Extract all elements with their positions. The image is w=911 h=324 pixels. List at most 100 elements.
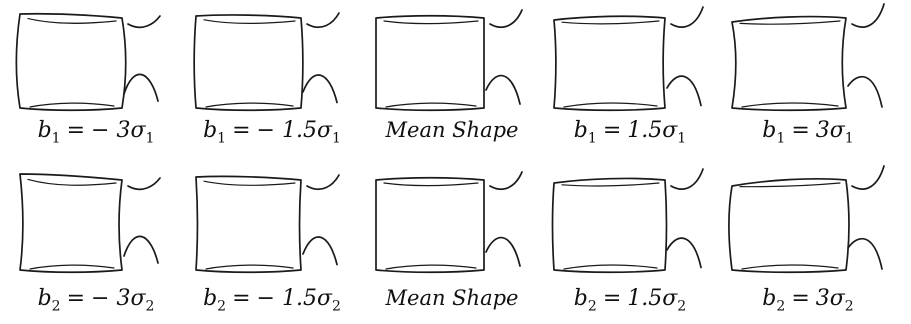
bottom-endplate-line [29, 102, 115, 108]
bottom-endplate-line [385, 102, 477, 108]
shape-cell: b1=1.5σ1 [540, 0, 720, 162]
lower-process-outline [485, 236, 521, 267]
top-endplate-line [203, 19, 296, 25]
vertebra-shape [193, 12, 340, 112]
upper-process-outline [670, 6, 704, 28]
vertebral-body-outline [375, 14, 485, 112]
sigma-symbol: σ [829, 286, 845, 311]
equals-sign: = [602, 118, 622, 143]
shape-cell: b2=3σ2 [718, 162, 898, 324]
equals-sign: = [602, 286, 622, 311]
top-endplate-line [383, 20, 479, 25]
upper-process-outline [851, 3, 885, 28]
sigma-symbol: σ [130, 118, 146, 143]
lower-process-outline [302, 236, 338, 266]
top-endplate-line [561, 182, 660, 187]
equals-sign: = [232, 118, 251, 143]
shape-cell: b2=− 3σ2 [6, 162, 186, 324]
sigma-subscript: 2 [145, 298, 155, 315]
sigma-subscript: 1 [145, 130, 155, 147]
lower-process-outline [847, 237, 883, 270]
bottom-endplate-line [563, 102, 658, 108]
shape-caption: b2=− 3σ2 [6, 286, 186, 314]
equals-sign: = [66, 286, 86, 311]
sigma-symbol: σ [316, 118, 332, 143]
param-variable-subscript: 1 [217, 130, 227, 147]
bottom-endplate-line [385, 264, 477, 270]
bottom-endplate-line [205, 264, 294, 270]
vertebra-shape [553, 6, 704, 112]
param-variable: b [37, 286, 52, 311]
vertebral-body-outline [15, 12, 127, 112]
vertebral-body-outline [553, 15, 666, 112]
vertebra-shape [195, 174, 340, 274]
param-variable-subscript: 2 [776, 298, 786, 315]
vertebra-shape [375, 171, 523, 274]
param-variable-subscript: 1 [776, 130, 786, 147]
upper-process-outline [127, 177, 161, 191]
vertebra-shape [731, 3, 885, 112]
shape-cell: b1=− 1.5σ1 [182, 0, 362, 162]
shape-caption: b2=− 1.5σ2 [182, 286, 362, 314]
shape-caption: b1=− 1.5σ1 [182, 118, 362, 146]
top-endplate-line [383, 182, 479, 187]
upper-process-outline [489, 9, 523, 29]
top-endplate-line [203, 180, 296, 186]
vertebral-body-outline [728, 177, 850, 274]
sigma-subscript: 1 [677, 130, 687, 147]
bottom-endplate-line [205, 102, 294, 108]
vertebra-shape [551, 168, 704, 274]
param-coefficient: − 3 [91, 286, 131, 311]
vertebral-body-outline [19, 173, 123, 274]
param-variable: b [203, 286, 218, 311]
sigma-subscript: 2 [677, 298, 687, 315]
param-coefficient: 3 [815, 118, 830, 143]
sigma-subscript: 2 [331, 298, 341, 315]
param-coefficient: − 1.5 [256, 118, 317, 143]
param-variable: b [203, 118, 218, 143]
param-variable: b [573, 118, 588, 143]
equals-sign: = [232, 286, 251, 311]
vertebra-shape [728, 165, 885, 274]
lower-process-outline [666, 237, 702, 269]
shape-cell: b2=− 1.5σ2 [182, 162, 362, 324]
vertebral-body-outline [731, 15, 847, 112]
param-coefficient: 1.5 [627, 118, 663, 143]
param-coefficient: 3 [815, 286, 830, 311]
param-coefficient: − 1.5 [256, 286, 317, 311]
sigma-symbol: σ [316, 286, 332, 311]
lower-process-outline [666, 75, 702, 107]
top-endplate-line [739, 182, 841, 188]
sigma-symbol: σ [662, 118, 678, 143]
vertebra-shape [375, 9, 523, 112]
mean-shape-label: Mean Shape [385, 118, 519, 142]
sigma-symbol: σ [130, 286, 146, 311]
upper-process-outline [306, 174, 340, 191]
shape-cell: b1=3σ1 [718, 0, 898, 162]
shape-cell: b1=− 3σ1 [6, 0, 186, 162]
lower-process-outline [302, 74, 338, 104]
param-variable: b [37, 118, 52, 143]
sigma-subscript: 2 [844, 298, 854, 315]
param-variable: b [762, 118, 777, 143]
bottom-endplate-line [563, 264, 658, 270]
shape-cell: Mean Shape [362, 0, 542, 162]
bottom-endplate-line [29, 264, 115, 270]
upper-process-outline [670, 168, 704, 190]
param-coefficient: 1.5 [627, 286, 663, 311]
param-variable-subscript: 1 [51, 130, 61, 147]
upper-process-outline [127, 15, 161, 29]
shape-cell: b2=1.5σ2 [540, 162, 720, 324]
sigma-subscript: 1 [844, 130, 854, 147]
sigma-subscript: 1 [331, 130, 341, 147]
param-coefficient: − 3 [91, 118, 131, 143]
vertebral-body-outline [375, 176, 485, 274]
lower-process-outline [123, 235, 159, 264]
sigma-symbol: σ [829, 118, 845, 143]
param-variable-subscript: 2 [587, 298, 597, 315]
shape-caption: b2=3σ2 [718, 286, 898, 314]
param-variable-subscript: 2 [217, 298, 227, 315]
param-variable: b [573, 286, 588, 311]
